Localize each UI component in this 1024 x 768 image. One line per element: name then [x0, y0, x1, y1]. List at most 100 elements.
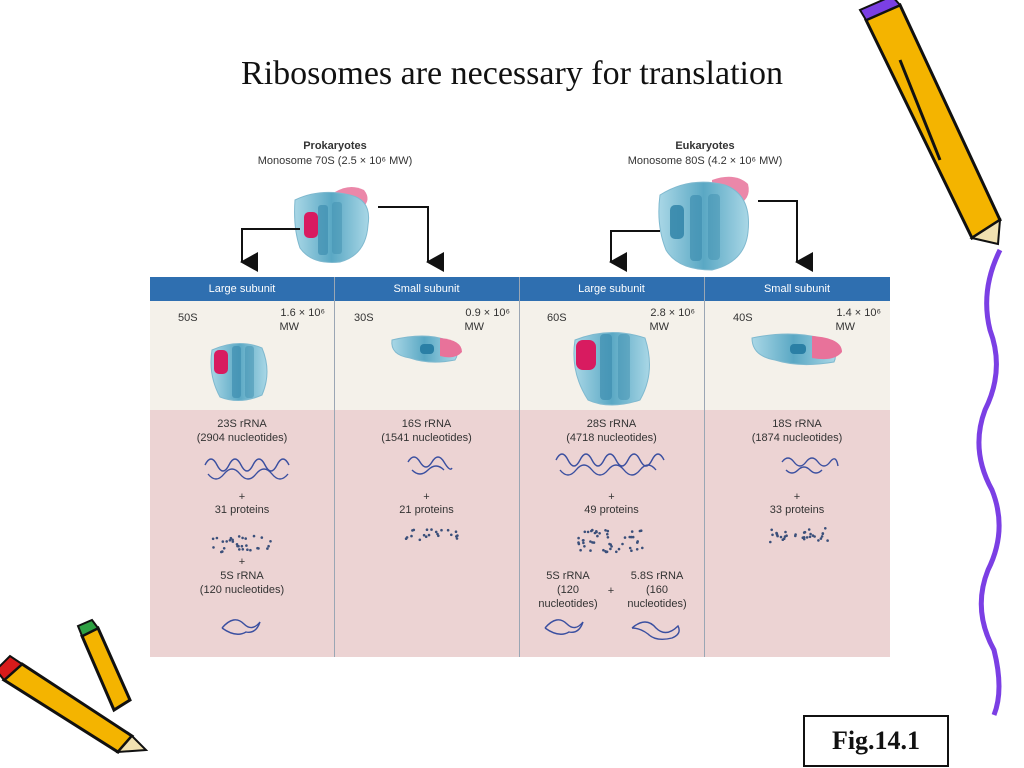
protein-dot: [821, 532, 825, 535]
protein-dot: [630, 535, 633, 539]
mw-unit: MW: [835, 321, 855, 333]
protein-dots-33: [769, 527, 829, 544]
rrna-5-8s: 5.8S rRNA (160 nucleotides): [614, 569, 700, 611]
pencil-bottom-left-icon: [0, 654, 149, 754]
mw-50s: 1.6 × 10⁶ MW: [240, 306, 325, 334]
rrna-length: (2904 nucleotides): [196, 432, 288, 444]
protein-dot: [610, 545, 613, 548]
protein-dot: [410, 534, 413, 538]
prokaryotes-header: Prokaryotes Monosome 70S (2.5 × 10⁶ MW): [230, 139, 440, 169]
protein-dot: [807, 528, 811, 531]
squiggle-border-icon: [976, 248, 1003, 716]
protein-dot: [808, 535, 812, 539]
protein-dot: [617, 547, 621, 551]
protein-dot: [819, 537, 823, 540]
protein-dot: [267, 544, 270, 548]
protein-dot: [582, 541, 585, 545]
protein-dot: [826, 539, 829, 542]
protein-dot: [257, 547, 260, 550]
protein-dot: [411, 529, 414, 532]
protein-dot: [621, 542, 624, 546]
protein-dot: [436, 532, 439, 536]
mw-40s: 1.4 × 10⁶ MW: [796, 306, 881, 334]
mw-value: 2.8 × 10⁶: [650, 307, 695, 319]
protein-dot: [802, 536, 806, 539]
protein-dot: [241, 536, 244, 540]
protein-dot: [596, 534, 599, 538]
prokaryotes-heading: Prokaryotes: [303, 140, 367, 152]
protein-dot: [245, 544, 248, 547]
rrna-5s-euk: 5S rRNA (120 nucleotides): [525, 569, 611, 611]
svedberg-60s: 60S: [547, 312, 567, 324]
protein-count-33: 33 proteins: [769, 504, 825, 516]
col-header-pro-small: Small subunit: [393, 283, 460, 295]
mw-unit: MW: [279, 321, 299, 333]
protein-dot: [631, 535, 635, 539]
pencil-bottom-left-2-icon: [76, 618, 132, 713]
mw-60s: 2.8 × 10⁶ MW: [610, 306, 695, 334]
protein-dot: [231, 538, 234, 542]
protein-dot: [244, 537, 247, 540]
rrna-23s: 23S rRNA (2904 nucleotides): [150, 417, 334, 445]
protein-dot: [579, 548, 582, 552]
protein-count-49: 49 proteins: [584, 504, 639, 516]
subunit-30s-icon: [391, 335, 462, 363]
svedberg-50s: 50S: [178, 312, 198, 324]
protein-dot: [229, 536, 233, 540]
plus-sign: +: [423, 491, 430, 503]
mw-value: 1.4 × 10⁶: [836, 307, 881, 319]
protein-dot: [606, 532, 609, 536]
subunit-40s-icon: [751, 333, 842, 366]
rrna-name: 23S rRNA: [217, 418, 267, 430]
protein-dot: [240, 544, 244, 548]
rrna-28s-strand: [555, 453, 665, 476]
mw-30s: 0.9 × 10⁶ MW: [425, 306, 510, 334]
protein-dots: [211, 527, 829, 554]
protein-dot: [220, 550, 223, 554]
col-header-euk-small: Small subunit: [763, 283, 831, 295]
protein-dot: [583, 545, 586, 548]
rrna-18s-strand: [781, 457, 839, 474]
protein-dots-49: [577, 528, 644, 554]
plus-sign: +: [238, 556, 246, 568]
protein-dot: [228, 539, 232, 542]
rrna-length: (4718 nucleotides): [566, 432, 657, 444]
rrna-16s: 16S rRNA (1541 nucleotides): [334, 417, 519, 445]
protein-dot: [589, 540, 592, 543]
arrow-to-50s: [240, 228, 300, 272]
protein-dot: [817, 539, 820, 542]
protein-dot: [770, 528, 773, 532]
rrna-5s-euk-strand: [544, 619, 584, 635]
protein-dot: [266, 547, 269, 550]
rrna-length: (160: [645, 584, 669, 596]
slide-title: Ribosomes are necessary for translation: [241, 55, 783, 92]
protein-dot: [779, 535, 783, 539]
protein-dot: [418, 538, 422, 542]
protein-dot: [606, 529, 610, 533]
monosome-70s-icon: [294, 186, 370, 263]
protein-dot: [813, 535, 816, 538]
protein-dot: [769, 540, 772, 544]
rrna-name: 5.8S rRNA: [630, 570, 684, 582]
column-divider: [704, 277, 705, 657]
protein-dot: [820, 535, 824, 538]
protein-dot: [636, 541, 639, 544]
protein-dot: [427, 533, 431, 537]
protein-dot: [639, 529, 643, 532]
protein-dot: [434, 530, 438, 534]
protein-dot: [269, 540, 272, 543]
plus-sign: +: [238, 491, 246, 503]
protein-dot: [623, 536, 627, 539]
mw-unit: MW: [464, 321, 484, 333]
rrna-5-8s-strand: [631, 621, 680, 641]
protein-dot: [628, 546, 632, 550]
protein-dot: [446, 528, 450, 532]
protein-dot: [425, 528, 429, 531]
protein-dot: [606, 536, 610, 539]
arrow-to-30s: [378, 206, 444, 272]
eukaryotes-header: Eukaryotes Monosome 80S (4.2 × 10⁶ MW): [600, 139, 810, 169]
table-composition-row: [150, 410, 890, 657]
protein-dot: [598, 532, 601, 535]
rrna-length: (120 nucleotides): [199, 584, 285, 596]
